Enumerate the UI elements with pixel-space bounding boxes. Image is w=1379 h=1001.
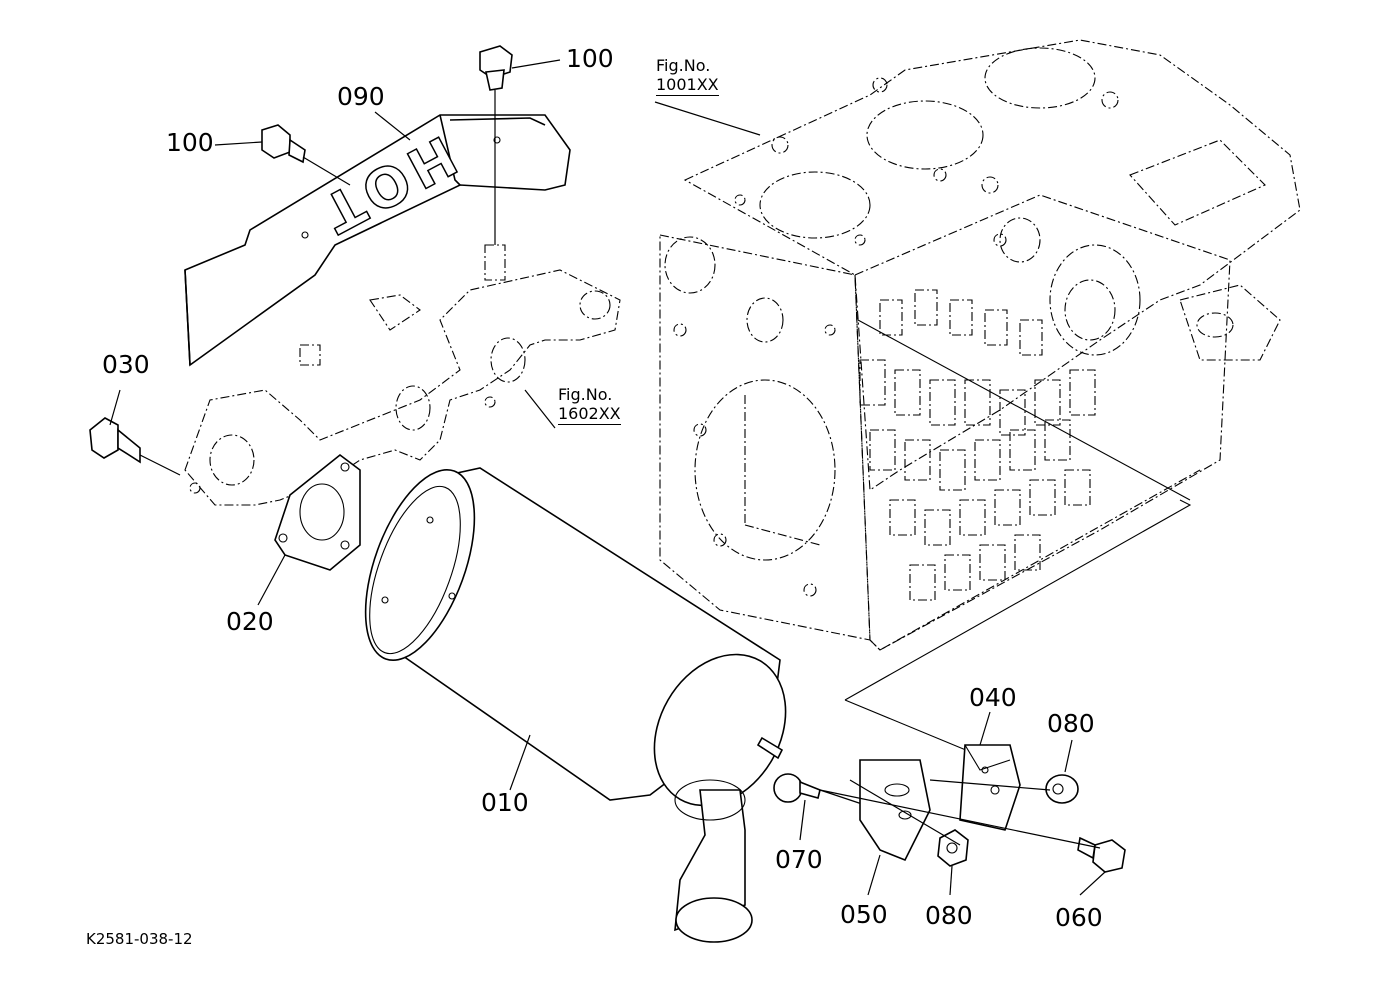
part-label-060: 060: [1055, 903, 1103, 932]
bracket-040: [959, 744, 1021, 831]
engine-block-drawing: [659, 39, 1301, 761]
part-label-010: 010: [481, 788, 529, 817]
figure-ref-prefix: Fig.No.: [656, 56, 711, 75]
leader-lines: [109, 59, 1106, 896]
part-label-100-left: 100: [166, 128, 214, 157]
heat-shield-090: [184, 114, 571, 367]
part-label-020: 020: [226, 607, 274, 636]
stud-070: [756, 736, 866, 806]
figure-ref-engine-block: Fig.No. 1001XX: [656, 56, 719, 97]
figure-ref-number: 1001XX: [656, 75, 719, 97]
figure-ref-number: 1602XX: [558, 404, 621, 426]
figure-ref-prefix: Fig.No.: [558, 385, 613, 404]
muffler-010: [364, 467, 787, 943]
part-label-080-lower: 080: [925, 901, 973, 930]
part-label-040: 040: [969, 683, 1017, 712]
drawing-id: K2581-038-12: [86, 930, 193, 948]
bolt-100-top: [479, 45, 513, 245]
part-label-080-upper: 080: [1047, 709, 1095, 738]
bracket-050: [859, 759, 931, 862]
nut-080-lower: [937, 829, 969, 867]
bolt-030: [89, 417, 181, 476]
gasket-020: [274, 453, 361, 571]
part-label-100-top: 100: [566, 44, 614, 73]
bolt-100-left: [261, 124, 351, 186]
part-label-090: 090: [337, 82, 385, 111]
part-label-070: 070: [775, 845, 823, 874]
figure-ref-manifold: Fig.No. 1602XX: [558, 385, 621, 426]
washer-080-upper: [1045, 774, 1079, 804]
part-label-050: 050: [840, 900, 888, 929]
bolt-060: [1077, 836, 1126, 873]
part-label-030: 030: [102, 350, 150, 379]
